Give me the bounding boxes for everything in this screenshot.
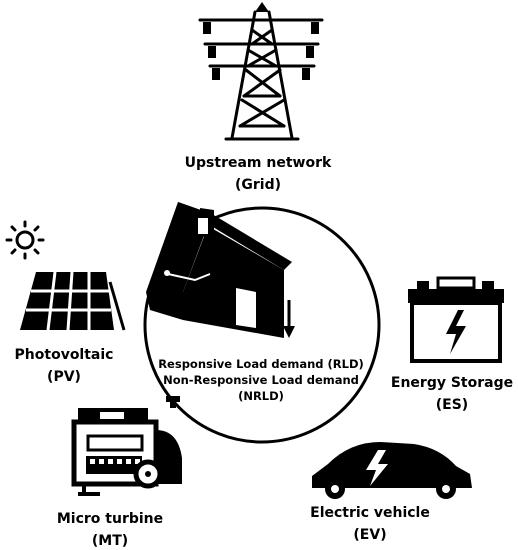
pv-abbr: (PV)	[47, 369, 81, 385]
battery-icon	[408, 276, 504, 363]
grid-abbr: (Grid)	[234, 177, 281, 193]
electric-car-icon	[312, 442, 472, 499]
insulator-icon	[203, 2, 319, 80]
solar-panel-icon	[20, 271, 126, 331]
mt-name: Micro turbine	[56, 511, 164, 527]
grid-name: Upstream network	[184, 155, 332, 171]
load-circle	[143, 206, 381, 444]
ev-name: Electric vehicle	[310, 505, 430, 521]
pv-name: Photovoltaic	[14, 347, 114, 363]
pv-label: Photovoltaic (PV)	[4, 344, 124, 388]
mt-abbr: (MT)	[91, 533, 129, 549]
ev-abbr: (EV)	[353, 527, 387, 543]
es-name: Energy Storage	[390, 375, 514, 391]
generator-icon	[71, 396, 182, 496]
nrld-abbr-line: (NRLD)	[238, 389, 284, 403]
power-tower-icon	[198, 10, 324, 141]
es-label: Energy Storage (ES)	[388, 372, 516, 416]
rld-line: Responsive Load demand (RLD)	[158, 357, 364, 371]
house-icon	[146, 202, 295, 338]
es-abbr: (ES)	[435, 397, 469, 413]
grid-label: Upstream network (Grid)	[170, 152, 346, 196]
load-demand-text: Responsive Load demand (RLD) Non-Respons…	[150, 356, 372, 404]
nrld-line: Non-Responsive Load demand	[163, 373, 359, 387]
sun-icon	[5, 220, 45, 260]
mt-label: Micro turbine (MT)	[50, 508, 170, 550]
ev-label: Electric vehicle (EV)	[300, 502, 440, 546]
